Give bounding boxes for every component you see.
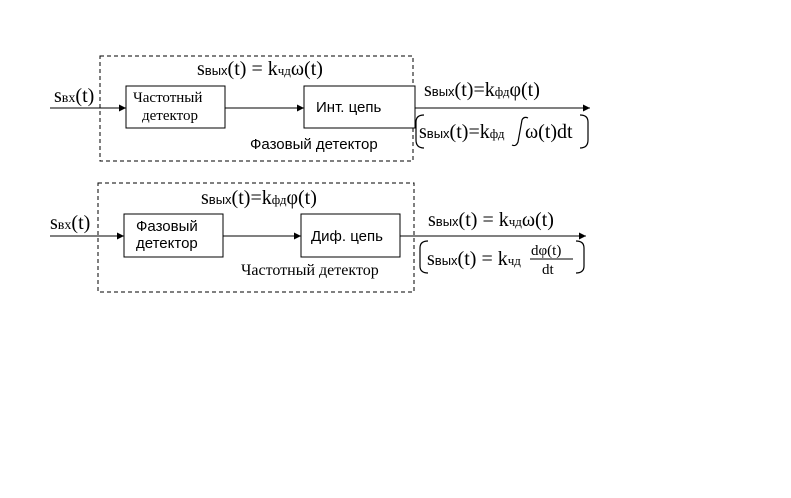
top-output-equation-2: sвых(t)=kфд bbox=[419, 121, 505, 143]
top-output-bracket-left bbox=[415, 114, 425, 149]
derivative-numerator: dφ(t) bbox=[531, 243, 561, 259]
integrating-circuit-block bbox=[303, 85, 416, 129]
phase-detector-diagram: sвх(t) Частотный детектор Инт. цепь sвых… bbox=[50, 55, 590, 162]
phase-detector-caption: Фазовый детектор bbox=[250, 136, 378, 153]
bottom-mid-equation: sвых(t)=kфдφ(t) bbox=[201, 187, 317, 209]
top-input-label: sвх(t) bbox=[54, 85, 94, 107]
frequency-detector-block bbox=[125, 85, 226, 129]
bottom-output-equation-2: sвых(t) = kчд bbox=[427, 248, 521, 270]
phase-detector-label-2: детектор bbox=[136, 235, 198, 252]
bottom-input-label: sвх(t) bbox=[50, 212, 90, 234]
differentiating-circuit-label: Диф. цепь bbox=[311, 228, 383, 245]
frequency-detector-caption: Частотный детектор bbox=[241, 262, 379, 279]
integrating-circuit-label: Инт. цепь bbox=[316, 99, 381, 116]
frequency-detector-label-2: детектор bbox=[142, 108, 198, 124]
top-output-bracket-right bbox=[579, 114, 589, 149]
top-output-equation-1: sвых(t)=kфдφ(t) bbox=[424, 79, 540, 101]
phase-detector-block bbox=[123, 213, 224, 258]
frequency-detector-label-1: Частотный bbox=[133, 90, 202, 106]
bottom-output-bracket-left bbox=[419, 240, 429, 274]
derivative-denominator: dt bbox=[542, 262, 555, 278]
frequency-detector-frame bbox=[97, 182, 415, 293]
top-mid-equation: sвых(t) = kчдω(t) bbox=[197, 58, 323, 80]
differentiating-circuit-block bbox=[300, 213, 401, 258]
bottom-output-equation-1: sвых(t) = kчдω(t) bbox=[428, 209, 554, 231]
top-output-integrand: ω(t)dt bbox=[525, 121, 573, 143]
integral-sign bbox=[511, 116, 529, 147]
bottom-output-bracket-right bbox=[575, 240, 585, 274]
phase-detector-label-1: Фазовый bbox=[136, 218, 198, 235]
frequency-detector-diagram: sвх(t) Фазовый детектор Диф. цепь sвых(t… bbox=[50, 182, 586, 293]
